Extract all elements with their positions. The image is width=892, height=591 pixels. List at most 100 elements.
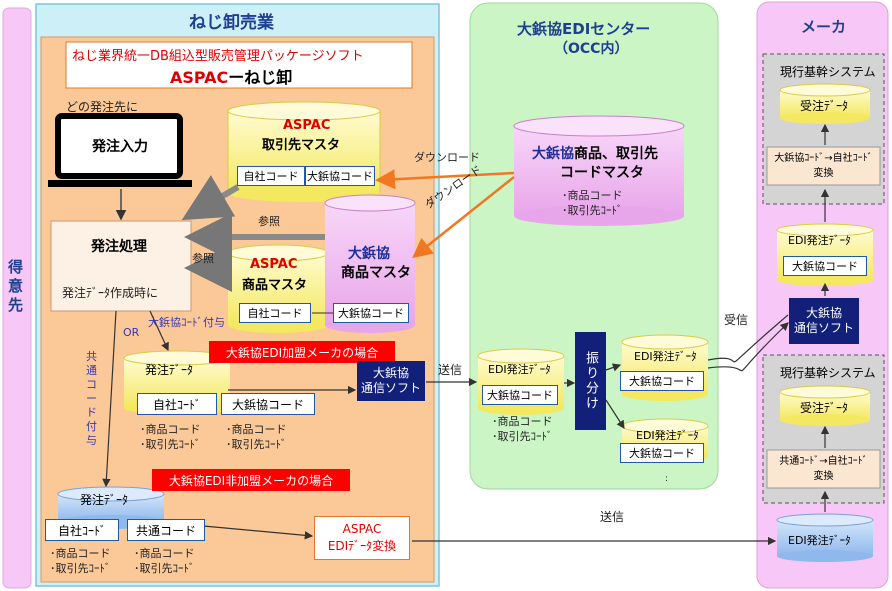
maker-sys-top-title: 現行基幹システム bbox=[780, 65, 876, 79]
order-input-button[interactable]: 発注入力 bbox=[92, 139, 148, 155]
center-dots: : bbox=[665, 474, 669, 484]
center-master-title2: コードマスタ bbox=[560, 165, 644, 181]
receive-label: 受信 bbox=[724, 313, 749, 327]
assign-daibyo-label: 大鋲協ｺｰﾄﾞ付与 bbox=[148, 316, 225, 329]
edi-center-title: 大鋲協EDIセンター bbox=[517, 20, 651, 38]
list-item: ･商品コード bbox=[140, 423, 201, 436]
order-data-bottom-title: 発注ﾃﾞｰﾀ bbox=[80, 493, 129, 507]
maker-conv-top-line1: 大鋲協ｺｰﾄﾞ→自社ｺｰﾄﾞ bbox=[774, 153, 873, 164]
reference-label-2: 参照 bbox=[192, 252, 214, 265]
order-data-top-items2: ･商品コード ･取引先ｺｰﾄﾞ bbox=[226, 422, 287, 452]
edi-center-subtitle: （OCC内） bbox=[554, 41, 629, 57]
list-item: ･商品コード bbox=[226, 423, 287, 436]
wholesaler-comm-soft: 大鋲協通信ソフト bbox=[357, 361, 425, 401]
list-item: ･取引先ｺｰﾄﾞ bbox=[140, 438, 201, 451]
package-brand: ASPACーねじ卸 bbox=[170, 64, 292, 88]
list-item: ･商品コード bbox=[50, 547, 111, 560]
order-data-top-field-own: 自社ｺｰﾄﾞ bbox=[137, 393, 217, 415]
center-master-cylinder bbox=[513, 115, 685, 226]
package-brand-black: ーねじ卸 bbox=[228, 68, 293, 87]
comm-soft-line2: 通信ソフト bbox=[360, 381, 421, 395]
member-case-label: 大鋲協EDI加盟メーカの場合 bbox=[209, 341, 395, 363]
maker-conv-top: 大鋲協ｺｰﾄﾞ→自社ｺｰﾄﾞ 変換 bbox=[767, 151, 880, 181]
maker-conv-top-line2: 変換 bbox=[813, 168, 834, 179]
maker-title: メーカ bbox=[801, 18, 847, 36]
list-item: ･取引先ｺｰﾄﾞ bbox=[492, 430, 553, 443]
list-item: ･商品コード bbox=[492, 415, 553, 428]
order-data-top-field-daibyo: 大鋲協コード bbox=[221, 393, 315, 415]
partner-master-field-daibyo: 大鋲協コード bbox=[305, 166, 375, 186]
edi-convert-line1: ASPAC bbox=[342, 522, 382, 536]
which-supplier-label: どの発注先に bbox=[66, 100, 139, 114]
maker-edi-title: EDI発注ﾃﾞｰﾀ bbox=[788, 234, 851, 247]
center-master-title1: 大鋲協商品、取引先 bbox=[532, 143, 658, 163]
list-item: ･取引先ｺｰﾄﾞ bbox=[226, 438, 287, 451]
maker-comm-line2: 通信ソフト bbox=[793, 321, 854, 335]
nonmember-case-label: 大鋲協EDI非加盟メーカの場合 bbox=[152, 469, 350, 491]
maker-conv-bottom: 共通ｺｰﾄﾞ→自社ｺｰﾄﾞ 変換 bbox=[767, 454, 880, 484]
partner-master-title1: ASPAC bbox=[283, 118, 331, 133]
daibyo-master-title2: 商品マスタ bbox=[341, 265, 411, 281]
maker-edi2-title: EDI発注ﾃﾞｰﾀ bbox=[788, 534, 851, 547]
order-process-box bbox=[50, 220, 192, 312]
maker-order-bottom-cylinder bbox=[779, 385, 871, 426]
edi-convert-box: ASPAC EDIﾃﾞｰﾀ変換 bbox=[314, 516, 410, 560]
maker-sys-bottom-title: 現行基幹システム bbox=[780, 366, 876, 380]
daibyo-master-field: 大鋲協コード bbox=[333, 303, 409, 323]
list-item: ･商品コード bbox=[134, 547, 195, 560]
order-create-label: 発注ﾃﾞｰﾀ作成時に bbox=[62, 286, 159, 300]
send-label-bottom: 送信 bbox=[600, 510, 625, 524]
edi-convert-line2: EDIﾃﾞｰﾀ変換 bbox=[327, 539, 397, 553]
or-label: OR bbox=[123, 326, 140, 339]
maker-order-top-cylinder bbox=[779, 83, 871, 124]
daibyo-master-title1: 大鋲協 bbox=[348, 246, 390, 262]
partner-master-title2: 取引先マスタ bbox=[262, 138, 341, 153]
maker-order-top-label: 受注ﾃﾞｰﾀ bbox=[800, 99, 849, 113]
maker-conv-bottom-line1: 共通ｺｰﾄﾞ→自社ｺｰﾄﾞ bbox=[779, 456, 868, 467]
center-edi-out2-title: EDI発注ﾃﾞｰﾀ bbox=[636, 429, 699, 442]
maker-edi-field: 大鋲協コード bbox=[783, 256, 867, 276]
customer-label: 得意先 bbox=[8, 258, 24, 314]
comm-soft-line1: 大鋲協 bbox=[372, 366, 409, 380]
list-item: ･商品コード bbox=[562, 189, 623, 202]
maker-edi2-cylinder bbox=[776, 513, 874, 562]
center-master-items: ･商品コード ･取引先ｺｰﾄﾞ bbox=[562, 188, 623, 218]
maker-comm-soft: 大鋲協通信ソフト bbox=[789, 298, 859, 344]
order-data-top-title: 発注ﾃﾞｰﾀ bbox=[145, 363, 194, 377]
center-edi-in-field: 大鋲協コード bbox=[482, 385, 558, 405]
download-label-1: ダウンロード bbox=[414, 151, 480, 164]
center-edi-in-items: ･商品コード ･取引先ｺｰﾄﾞ bbox=[492, 414, 553, 444]
reference-label-1: 参照 bbox=[258, 215, 280, 228]
order-data-top-items1: ･商品コード ･取引先ｺｰﾄﾞ bbox=[140, 422, 201, 452]
center-edi-in-title: EDI発注ﾃﾞｰﾀ bbox=[488, 363, 551, 376]
center-master-rest: 商品、取引先 bbox=[574, 146, 658, 162]
wholesaler-title: ねじ卸売業 bbox=[189, 13, 274, 33]
center-master-red: 大鋲協 bbox=[532, 146, 574, 162]
sort-process-box: 振り分け bbox=[575, 332, 606, 430]
center-edi-out2-field: 大鋲協コード bbox=[620, 443, 704, 463]
list-item: ･取引先ｺｰﾄﾞ bbox=[134, 562, 195, 575]
maker-order-bottom-label: 受注ﾃﾞｰﾀ bbox=[800, 401, 849, 415]
order-data-bottom-field-own: 自社ｺｰﾄﾞ bbox=[45, 519, 119, 541]
order-data-bottom-field-common: 共通コード bbox=[127, 519, 205, 541]
center-edi-out1-field: 大鋲協コード bbox=[620, 371, 704, 391]
assign-common-label: 共通コード付与 bbox=[86, 350, 97, 447]
package-brand-red: ASPAC bbox=[170, 68, 229, 87]
customer-panel bbox=[2, 7, 32, 589]
monitor-icon bbox=[55, 113, 183, 179]
order-process-title: 発注処理 bbox=[91, 239, 147, 255]
product-master-title2: 商品マスタ bbox=[242, 278, 308, 293]
partner-master-field-own: 自社コード bbox=[237, 166, 305, 186]
order-data-bottom-items1: ･商品コード ･取引先ｺｰﾄﾞ bbox=[50, 546, 111, 576]
list-item: ･取引先ｺｰﾄﾞ bbox=[562, 204, 623, 217]
center-edi-in-cylinder bbox=[477, 348, 565, 415]
package-name: ねじ業界統一DB組込型販売管理パッケージソフト bbox=[72, 49, 364, 64]
list-item: ･取引先ｺｰﾄﾞ bbox=[50, 562, 111, 575]
center-edi-out1-title: EDI発注ﾃﾞｰﾀ bbox=[634, 350, 697, 363]
product-master-field-own: 自社コード bbox=[239, 303, 311, 323]
maker-conv-bottom-line2: 変換 bbox=[813, 471, 834, 482]
product-master-title1: ASPAC bbox=[250, 257, 298, 272]
maker-comm-line1: 大鋲協 bbox=[805, 306, 842, 320]
send-label-top: 送信 bbox=[438, 363, 463, 377]
order-data-bottom-items2: ･商品コード ･取引先ｺｰﾄﾞ bbox=[134, 546, 195, 576]
